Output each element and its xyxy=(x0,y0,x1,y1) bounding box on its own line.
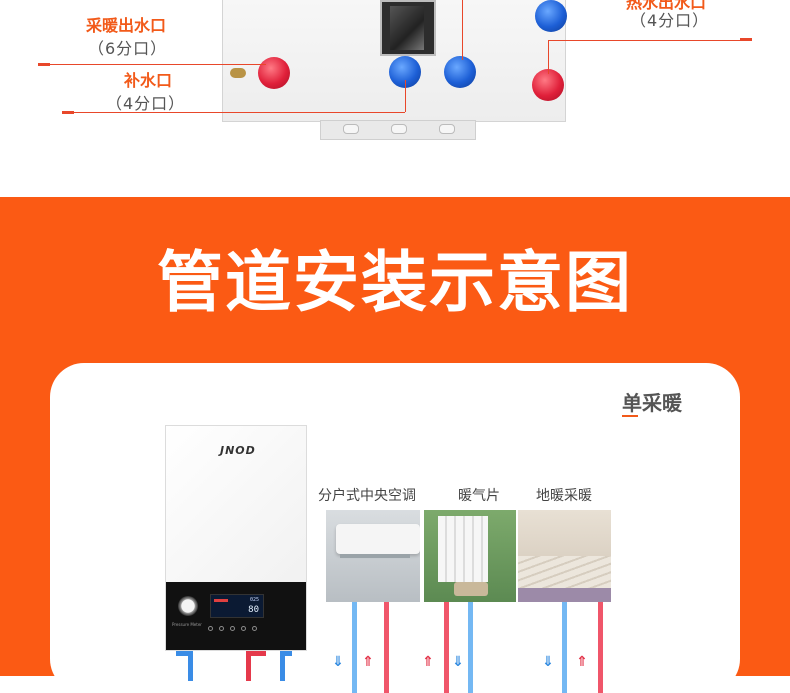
floor-return-pipe xyxy=(562,602,567,693)
radiator-furniture xyxy=(454,582,488,596)
card-title: 单采暖 xyxy=(622,391,682,415)
system-label-floor: 地暖采暖 xyxy=(536,488,592,504)
ac-return-pipe xyxy=(352,602,357,693)
panel-button xyxy=(208,626,213,631)
section-title: 管道安装示意图 xyxy=(157,244,633,321)
bracket-slot xyxy=(343,124,359,134)
ac-photo xyxy=(326,510,420,602)
boiler-inlet-pipe xyxy=(280,651,292,656)
leader-line xyxy=(405,80,406,112)
hot-outlet-valve xyxy=(532,69,564,101)
gauge-caption: Pressure Meter xyxy=(172,622,202,627)
radiator-photo xyxy=(424,510,516,602)
display-top-value: 025 xyxy=(249,597,259,603)
boiler-return-pipe xyxy=(176,651,193,656)
title-underline xyxy=(622,415,638,417)
label-marker xyxy=(38,63,50,66)
flow-down-arrow-icon: ⇓ xyxy=(542,654,554,670)
flow-down-arrow-icon: ⇓ xyxy=(452,654,464,670)
boiler-supply-pipe xyxy=(246,651,266,656)
system-label-ac: 分户式中央空调 xyxy=(318,488,416,504)
label-marker xyxy=(740,38,752,41)
hot-outlet-label: 热水出水口 xyxy=(626,0,707,12)
panel-button xyxy=(241,626,246,631)
inspection-window xyxy=(380,0,436,56)
refill-fitting xyxy=(230,68,246,78)
mounting-bracket xyxy=(320,120,476,140)
bracket-slot xyxy=(439,124,455,134)
product-section: 采暖出水口 （6分口） 补水口 （4分口） 热水出水口 （4分口） xyxy=(0,0,790,197)
leader-line xyxy=(65,112,405,113)
heating-outlet-size: （6分口） xyxy=(88,39,168,58)
ac-supply-pipe xyxy=(384,602,389,693)
label-marker xyxy=(62,111,74,114)
diagram-card: 单采暖 JNOD Pressure Meter 025 80 xyxy=(50,363,740,693)
boiler-supply-pipe xyxy=(246,651,251,681)
brand-logo: JNOD xyxy=(220,444,256,457)
flow-down-arrow-icon: ⇓ xyxy=(332,654,344,670)
flow-up-arrow-icon: ⇑ xyxy=(422,654,434,670)
leader-line xyxy=(38,64,266,65)
pressure-gauge-icon xyxy=(178,596,198,616)
panel-button xyxy=(252,626,257,631)
boiler-unit: JNOD Pressure Meter 025 80 xyxy=(165,425,307,651)
control-panel: Pressure Meter 025 80 xyxy=(166,582,306,650)
installation-band: 管道安装示意图 单采暖 JNOD Pressure Meter 025 80 xyxy=(0,197,790,693)
floor-supply-pipe xyxy=(598,602,603,693)
lcd-display: 025 80 xyxy=(210,594,264,618)
panel-button xyxy=(230,626,235,631)
heating-outlet-label: 采暖出水口 xyxy=(86,16,167,35)
leader-line xyxy=(548,40,549,74)
hot-outlet-size: （4分口） xyxy=(630,11,710,30)
floor-layer xyxy=(518,588,611,602)
top-right-blue-valve xyxy=(535,0,567,32)
leader-line xyxy=(548,40,748,41)
ac-piping xyxy=(340,554,410,558)
refill-inlet-size: （4分口） xyxy=(106,94,186,113)
radiator-return-pipe xyxy=(468,602,473,693)
refill-inlet-label: 补水口 xyxy=(124,71,173,90)
leader-line xyxy=(462,0,463,60)
bracket-slot xyxy=(391,124,407,134)
flow-up-arrow-icon: ⇑ xyxy=(362,654,374,670)
system-label-radiator: 暖气片 xyxy=(458,488,500,504)
ac-indoor-unit xyxy=(336,524,420,554)
flow-up-arrow-icon: ⇑ xyxy=(576,654,588,670)
display-value: 80 xyxy=(248,605,259,615)
radiator-supply-pipe xyxy=(444,602,449,693)
boiler-return-pipe xyxy=(188,651,193,681)
panel-button xyxy=(219,626,224,631)
radiator-panel xyxy=(438,516,488,582)
heating-outlet-valve xyxy=(258,57,290,89)
boiler-inlet-pipe xyxy=(280,651,285,681)
display-indicator xyxy=(214,599,228,602)
internal-pump xyxy=(390,6,424,50)
cold-inlet-valve xyxy=(444,56,476,88)
floor-heating-photo xyxy=(518,510,611,602)
